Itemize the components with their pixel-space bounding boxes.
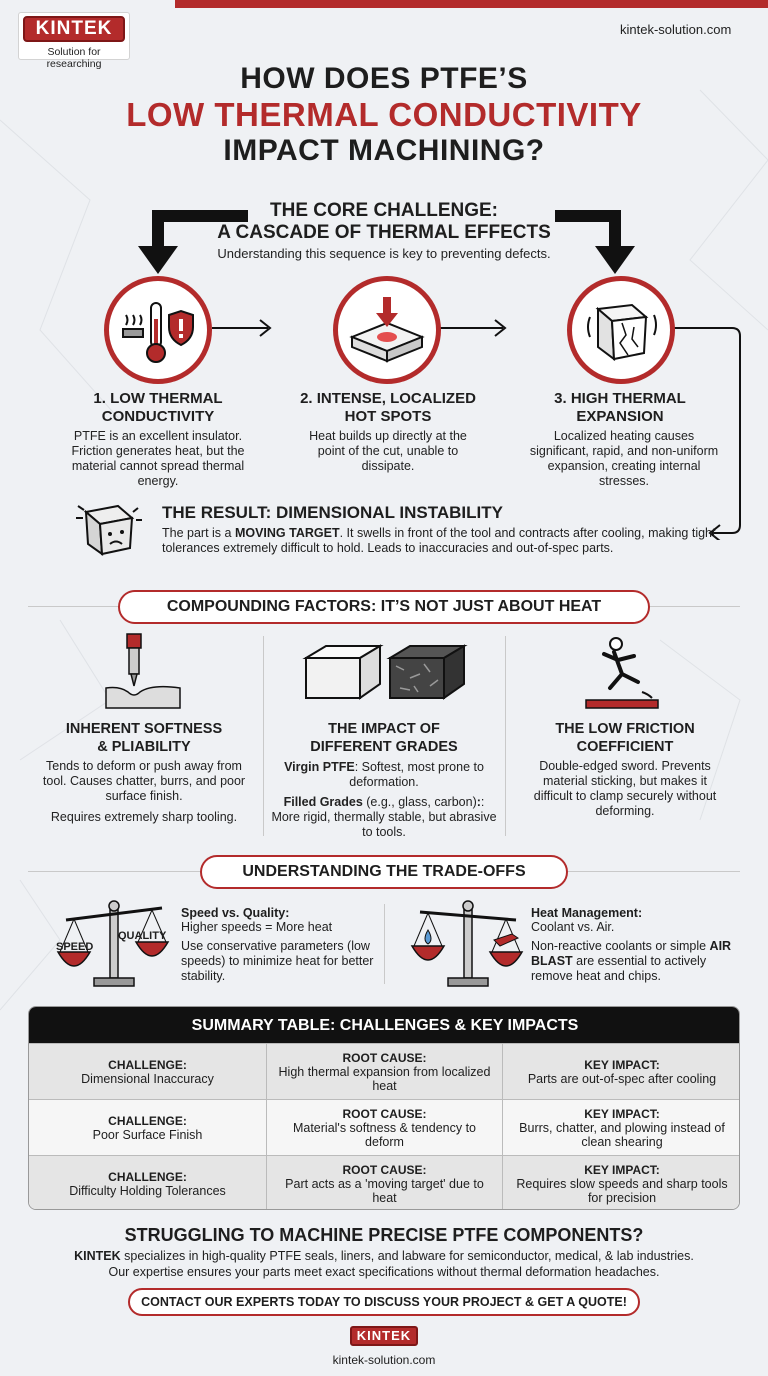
softness-body2: Requires extremely sharp tooling. [50,810,238,824]
virgin-ptfe-text: Virgin PTFE: Softest, most prone to defo… [284,760,484,789]
left-down-arrow-icon [152,210,248,250]
speed-label: SPEED [56,941,94,953]
cta-body: KINTEK specializes in high-quality PTFE … [74,1249,694,1279]
softness-body: Tends to deform or push away from tool. … [42,759,246,803]
heat-management-text: Heat Management: Coolant vs. Air. Non-re… [531,906,732,983]
website-link-top[interactable]: kintek-solution.com [620,22,732,37]
filled-grades-text: Filled Grades (e.g., glass, carbon):: Mo… [271,795,497,839]
cta-title: STRUGGLING TO MACHINE PRECISE PTFE COMPO… [124,1225,644,1245]
page-title-line2: LOW THERMAL CONDUCTIVITY [126,96,642,133]
page-title-line1: HOW DOES PTFE’S [240,62,528,95]
cascade-arrows [138,210,635,274]
page-title-line3: IMPACT MACHINING? [223,134,545,167]
speed-vs-quality-text: Speed vs. Quality: Higher speeds = More … [181,906,374,983]
summary-table: SUMMARY TABLE: CHALLENGES & KEY IMPACTS … [28,1006,740,1210]
table-row: CHALLENGE:Poor Surface Finish ROOT CAUSE… [29,1099,739,1156]
summary-table-heading: SUMMARY TABLE: CHALLENGES & KEY IMPACTS [29,1007,739,1043]
core-challenge-subheading: A CASCADE OF THERMAL EFFECTS [217,222,551,243]
softness-title: INHERENT SOFTNESS & PLIABILITY [65,721,223,755]
friction-body: Double-edged sword. Prevents material st… [533,759,717,818]
core-challenge-subtitle: Understanding this sequence is key to pr… [217,246,551,261]
right-down-arrow-icon [555,210,621,250]
contact-experts-button[interactable]: CONTACT OUR EXPERTS TODAY TO DISCUSS YOU… [128,1288,640,1316]
cracked-cube-icon [567,276,675,384]
thermometer-shield-icon [104,276,212,384]
hot-spot-block-icon [333,276,441,384]
tradeoffs-heading: UNDERSTANDING THE TRADE-OFFS [200,855,568,889]
slipping-person-icon [585,637,659,709]
column-divider [384,904,385,984]
column-divider [263,636,264,836]
drill-bit-icon [105,633,181,709]
table-row: CHALLENGE:Difficulty Holding Tolerances … [29,1155,739,1209]
ptfe-grade-blocks-icon [302,644,468,700]
logo-tagline: Solution for researching [46,46,102,70]
friction-title: THE LOW FRICTION COEFFICIENT [555,721,695,755]
stressed-block-icon [76,504,142,557]
table-row: CHALLENGE:Dimensional Inaccuracy ROOT CA… [29,1043,739,1100]
step-connectors [212,319,741,540]
footer-logo[interactable]: KINTEK [350,1326,418,1346]
result-title: THE RESULT: DIMENSIONAL INSTABILITY [162,503,503,522]
website-link-footer[interactable]: kintek-solution.com [332,1353,436,1367]
coolant-air-scale-icon [410,900,524,987]
step1-body: PTFE is an excellent insulator. Friction… [71,429,245,488]
step3-title: 3. HIGH THERMAL EXPANSION [554,390,686,425]
compounding-heading: COMPOUNDING FACTORS: IT’S NOT JUST ABOUT… [118,590,650,624]
column-divider [505,636,506,836]
top-accent-bar [175,0,768,8]
core-challenge-heading: THE CORE CHALLENGE: [270,200,498,221]
step3-body: Localized heating causes significant, ra… [529,429,719,488]
step1-title: 1. LOW THERMAL CONDUCTIVITY [93,390,223,425]
step2-body: Heat builds up directly at the point of … [309,429,467,473]
logo-wordmark: KINTEK [23,16,125,42]
quality-label: QUALITY [118,930,167,942]
result-body: The part is a MOVING TARGET. It swells i… [162,526,716,555]
kintek-logo[interactable]: KINTEK Solution for researching [18,12,130,70]
grades-title: THE IMPACT OF DIFFERENT GRADES [310,721,458,755]
speed-quality-scale-icon [56,900,170,987]
step2-title: 2. INTENSE, LOCALIZED HOT SPOTS [300,390,476,425]
